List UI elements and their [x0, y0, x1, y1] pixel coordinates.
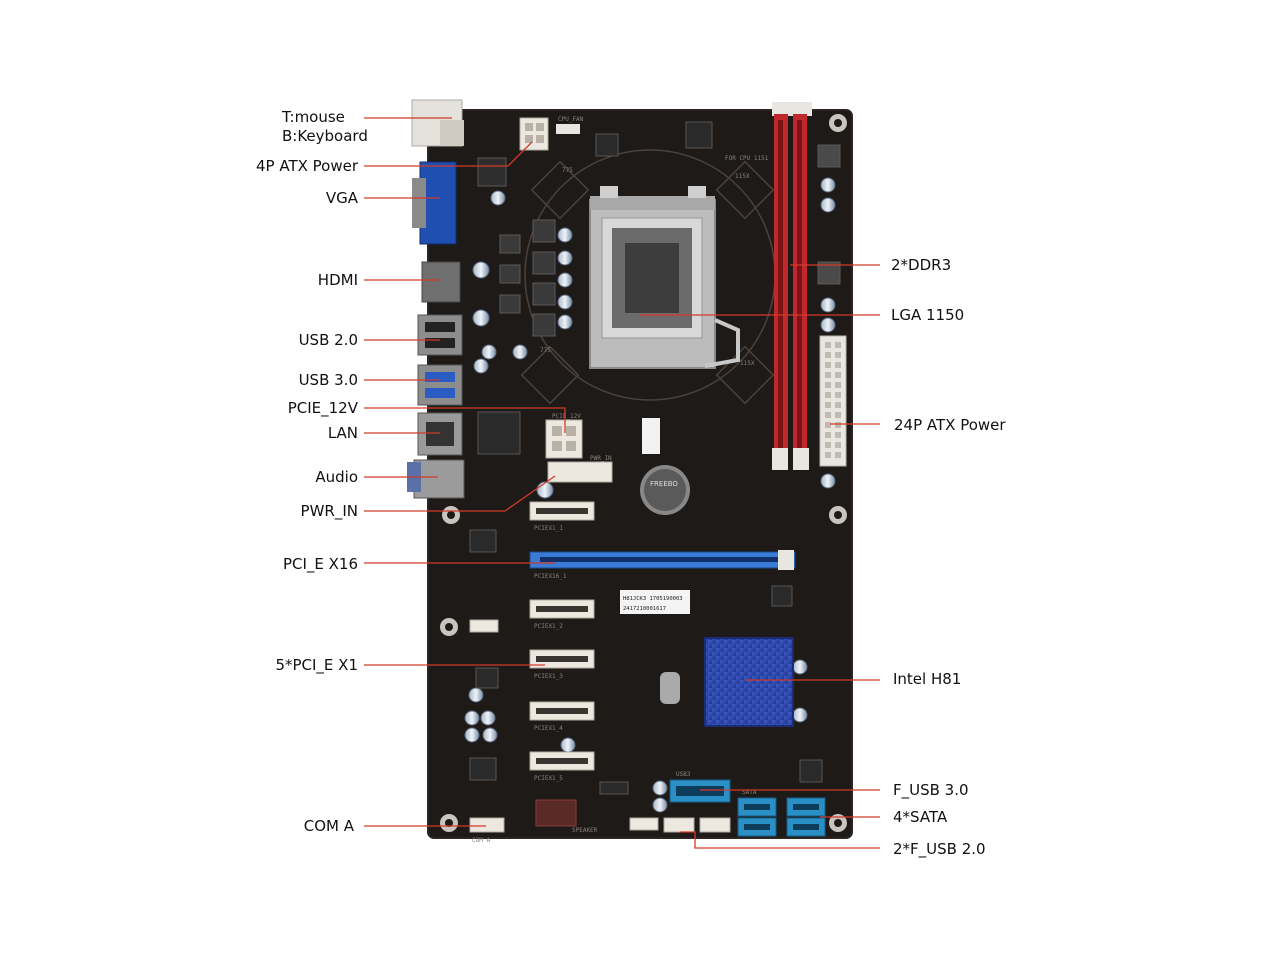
- serial-sticker: H81JCK3 1705190003 2417210001617: [620, 590, 690, 614]
- silk-pcie12v: PCIE_12V: [552, 413, 581, 420]
- label-usb2: USB 2.0: [298, 331, 358, 349]
- svg-text:2417210001617: 2417210001617: [623, 606, 666, 612]
- label-coma: COM A: [303, 817, 354, 835]
- lan-chip: [477, 411, 521, 455]
- pwr-in-connector: [547, 461, 613, 483]
- h81-heatsink: [704, 637, 794, 727]
- label-pwrin: PWR_IN: [300, 502, 358, 520]
- red-header: [535, 799, 577, 827]
- label-tmouse: T:mouse: [282, 108, 345, 126]
- silk-775b: 775: [540, 347, 551, 354]
- silk-pcie1: PCIEX1_1: [534, 525, 563, 532]
- vrm-chokes: [477, 144, 841, 337]
- svg-text:FREEBO: FREEBO: [650, 480, 678, 488]
- silk-sata: SATA: [742, 789, 757, 796]
- label-atx4p: 4P ATX Power: [255, 157, 358, 175]
- silk-speaker: SPEAKER: [572, 827, 598, 834]
- silk-pcie3: PCIEX1_3: [534, 673, 563, 680]
- label-audio: Audio: [315, 468, 358, 486]
- silk-pcie2: PCIEX1_2: [534, 623, 563, 630]
- label-hdmi: HDMI: [317, 271, 358, 289]
- usb3-port: [417, 364, 463, 406]
- label-ddr3: 2*DDR3: [891, 256, 952, 274]
- pcie-x16-slot: [529, 550, 796, 570]
- label-h81: Intel H81: [893, 670, 962, 688]
- usb2-port: [417, 314, 463, 356]
- silk-pcie16: PCIEX16_1: [534, 573, 567, 580]
- label-fusb3: F_USB 3.0: [893, 781, 969, 799]
- svg-text:H81JCK3 1705190003: H81JCK3 1705190003: [623, 596, 683, 602]
- misc-header: [599, 781, 629, 795]
- silk-pwr-in: PWR_IN: [590, 455, 612, 462]
- label-bkeyboard: B:Keyboard: [282, 127, 368, 145]
- hdmi-port: [421, 261, 461, 303]
- atx4p-connector: [519, 117, 549, 151]
- io-panel: [407, 99, 465, 499]
- label-usb3: USB 3.0: [298, 371, 358, 389]
- audio-port: [413, 459, 465, 499]
- label-atx24: 24P ATX Power: [894, 416, 1006, 434]
- cpu-fan-header: [556, 124, 580, 134]
- fusb2-headers: [663, 817, 731, 833]
- cmos-battery: FREEBO: [640, 465, 690, 515]
- silk-775a: 775: [562, 167, 573, 174]
- pcie12v-connector: [545, 419, 583, 459]
- silk-cpu-fan: CPU_FAN: [558, 116, 584, 123]
- silk-com: COM A: [472, 837, 490, 844]
- com-header: [469, 817, 505, 833]
- small-header-2: [469, 619, 499, 633]
- label-lan: LAN: [327, 424, 358, 442]
- silk-115xb: 115X: [740, 360, 755, 367]
- label-pcie12v: PCIE_12V: [287, 399, 358, 417]
- label-pcie16: PCI_E X16: [282, 555, 358, 573]
- label-vga: VGA: [325, 189, 358, 207]
- lga1150-socket: [589, 186, 740, 369]
- leader-lines: [364, 117, 880, 849]
- label-lga: LGA 1150: [891, 306, 965, 324]
- small-header: [629, 817, 659, 831]
- atx24-connector: [819, 335, 847, 467]
- white-chip: [642, 418, 660, 454]
- capacitors: [464, 177, 836, 813]
- ddr3-slots: [772, 102, 812, 470]
- label-fusb2: 2*F_USB 2.0: [893, 840, 986, 858]
- small-ics: [469, 121, 823, 783]
- crystal: [660, 672, 680, 704]
- label-sata: 4*SATA: [893, 808, 948, 826]
- silk-for-cpu: FOR CPU 1151: [725, 155, 769, 162]
- silk-pcie4: PCIEX1_4: [534, 725, 563, 732]
- silk-pcie5: PCIEX1_5: [534, 775, 563, 782]
- silk-usb3: USB3: [676, 771, 691, 778]
- label-pcie1: 5*PCI_E X1: [275, 656, 358, 674]
- silk-115xa: 115X: [735, 173, 750, 180]
